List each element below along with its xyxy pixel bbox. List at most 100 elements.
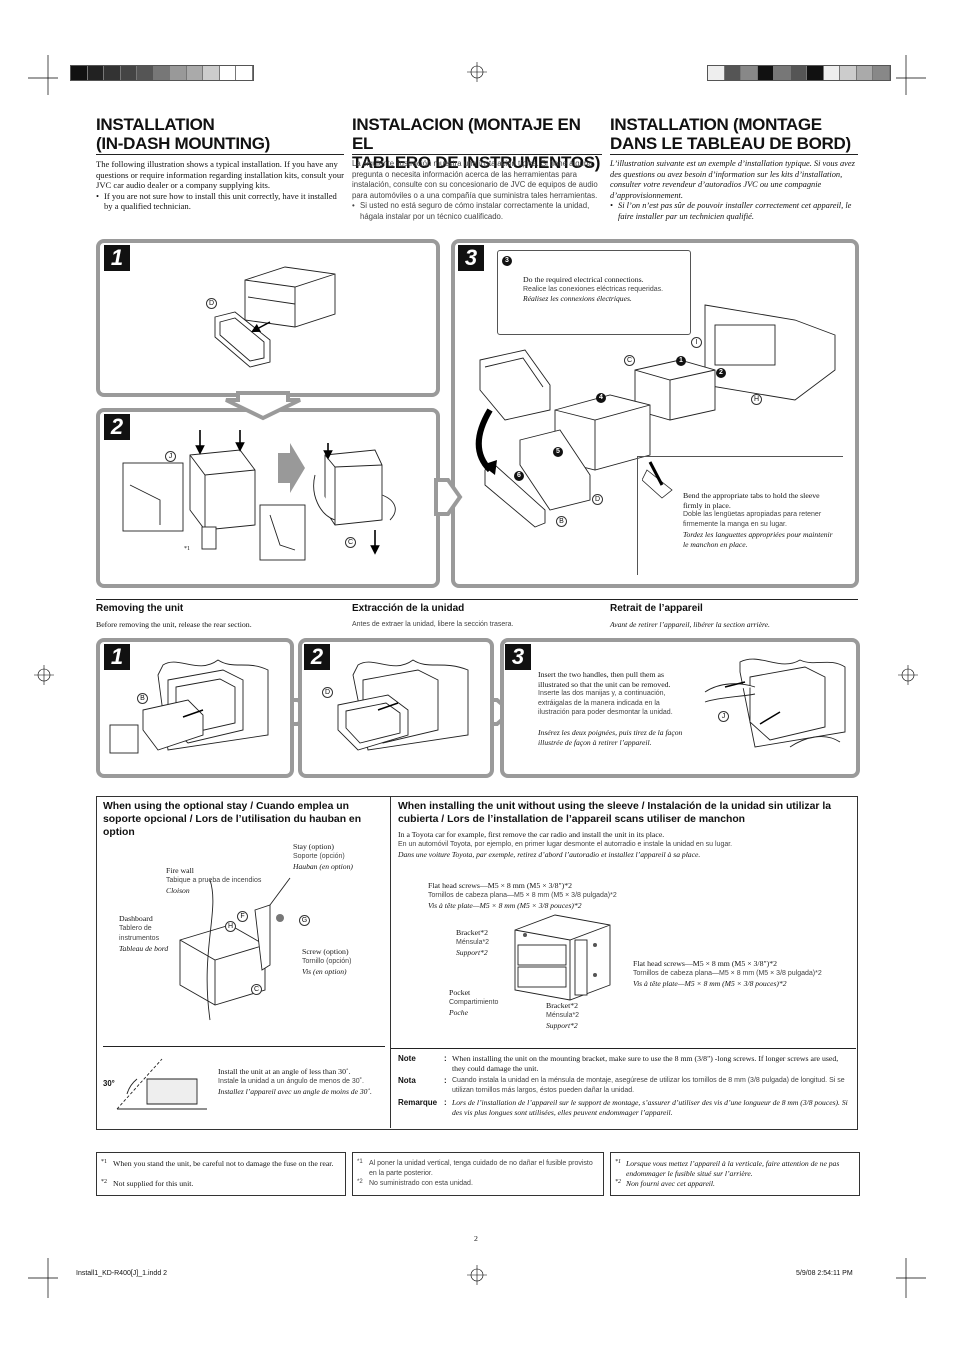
step3-num-6: 6: [514, 471, 524, 481]
intro-es-text: La siguiente ilustración muestra una ins…: [352, 159, 598, 200]
fh2-en: Flat head screws—M5 × 8 mm (M5 × 3/8")*2: [633, 959, 778, 968]
note-colon-es: :: [444, 1076, 447, 1085]
fn-fr1: Lorsque vous mettez l’appareil à la vert…: [626, 1159, 840, 1178]
bracket2-en: Bracket*2: [546, 1001, 579, 1010]
color-swatch: [856, 66, 873, 80]
note-en: When installing the unit on the mounting…: [452, 1054, 839, 1073]
intro-en-text: The following illustration shows a typic…: [96, 159, 344, 191]
bracket2-fr: Support*2: [546, 1021, 578, 1030]
dashboard-en: Dashboard: [119, 914, 153, 923]
angle-illustration: [116, 1058, 207, 1110]
color-swatch: [774, 66, 791, 80]
pocket-en: Pocket: [449, 988, 471, 997]
fn-en2: Not supplied for this unit.: [113, 1179, 194, 1188]
fh2-es: Tornillos de cabeza plana—M5 × 8 mm (M5 …: [633, 970, 822, 977]
pocket-es: Compartimiento: [449, 999, 499, 1006]
dashboard-es: Tablero de instrumentos: [119, 925, 160, 942]
step3-num-4: 4: [596, 393, 606, 403]
stay-label-en: Stay (option): [293, 842, 334, 851]
color-swatch: [873, 66, 890, 80]
heading-es: INSTALACION (MONTAJE EN EL TABLERO DE IN…: [352, 115, 601, 172]
handles-en: Insert the two handles, then pull them a…: [538, 670, 671, 689]
note-fr: Lors de l’installation de l’appareil sur…: [452, 1098, 848, 1117]
firewall-fr: Cloison: [166, 886, 190, 895]
label-j-step2: J: [165, 451, 176, 462]
electrical-fr: Réalisez les connexions électriques.: [523, 294, 632, 303]
footnote-es-box: [352, 1152, 604, 1196]
fn-es1: Al poner la unidad vertical, tenga cuida…: [369, 1160, 593, 1177]
label-i-step3: I: [691, 337, 702, 348]
fh1-fr: Vis à tête plate—M5 × 8 mm (M5 × 3/8 pou…: [428, 901, 582, 910]
tabs-illustration: [642, 461, 673, 499]
label-d-step3: D: [592, 494, 603, 505]
dashboard-fr: Tableau de bord: [119, 944, 169, 953]
intro-en: The following illustration shows a typic…: [96, 159, 344, 212]
label-h-step3: H: [751, 394, 762, 405]
stay-label-es: Soporte (opción): [293, 853, 345, 860]
stay-section-frame: [96, 796, 858, 1130]
label-b-remove: B: [137, 693, 148, 704]
removing-title-fr: Retrait de l’appareil: [610, 603, 703, 614]
intro-fr-text: L’illustration suivante est un exemple d…: [610, 159, 855, 200]
stay-title: When using the optional stay / Cuando em…: [103, 801, 362, 838]
removing-title-en: Removing the unit: [96, 603, 184, 614]
nosleeve-fr: Dans une voiture Toyota, par exemple, re…: [398, 850, 701, 859]
removing-body-en: Before removing the unit, release the re…: [96, 620, 252, 629]
install-step3-number: 3: [458, 245, 484, 271]
stay-label-fr: Hauban (en option): [293, 862, 353, 871]
fn-es2: No suministrado con esta unidad.: [369, 1180, 473, 1187]
label-b-step3: B: [556, 516, 567, 527]
remove-step1-number: 1: [104, 644, 130, 670]
pocket-fr: Poche: [449, 1008, 468, 1017]
angle-en: Install the unit at an angle of less tha…: [218, 1067, 351, 1076]
handles-fr: Insérez les deux poignées, puis tirez de…: [538, 728, 683, 747]
nosleeve-illustration: [514, 914, 611, 1001]
angle-value: 30°: [103, 1079, 115, 1088]
color-swatch: [741, 66, 758, 80]
label-c-step3: C: [624, 355, 635, 366]
intro-fr-bullet: Si l’on n’est pas sûr de pouvoir install…: [618, 201, 852, 221]
tabs-fr: Tordez les languettes appropriées pour m…: [683, 530, 833, 549]
label-f-stay: F: [237, 911, 248, 922]
label-c-stay: C: [251, 984, 262, 995]
note-colon-en: :: [444, 1054, 447, 1063]
tabs-es: Doble las lengüetas apropiadas para rete…: [683, 511, 822, 528]
intro-en-bullet: If you are not sure how to install this …: [104, 190, 337, 212]
color-swatch: [186, 66, 203, 80]
note-label-en: Note: [398, 1054, 416, 1063]
nosleeve-en: In a Toyota car for example, first remov…: [398, 830, 665, 839]
label-g-stay: G: [299, 915, 310, 926]
note-colon-fr: :: [444, 1098, 447, 1107]
step3-num-5: 5: [553, 447, 563, 457]
slug-date: 5/9/08 2:54:11 PM: [796, 1270, 853, 1277]
fn-en1: When you stand the unit, be careful not …: [113, 1159, 334, 1168]
color-swatch: [807, 66, 824, 80]
fh1-en: Flat head screws—M5 × 8 mm (M5 × 3/8")*2: [428, 881, 573, 890]
fn-en2-mark: *2: [101, 1179, 107, 1185]
step3-illustration: [475, 304, 836, 528]
note-label-fr: Remarque: [398, 1098, 438, 1107]
remove-step1-illustration: [109, 659, 269, 754]
screw-es: Tornillo (opción): [302, 958, 352, 965]
tabs-en: Bend the appropriate tabs to hold the sl…: [683, 491, 820, 510]
remove-step2-illustration: [337, 659, 469, 751]
label-c-step2: C: [345, 537, 356, 548]
step2-illustration: [122, 430, 396, 561]
removing-body-es: Antes de extraer la unidad, libere la se…: [352, 621, 514, 628]
color-swatch: [104, 66, 121, 80]
fn-en1-mark: *1: [101, 1159, 107, 1165]
footnote-en-box: [96, 1152, 346, 1196]
color-swatch: [790, 66, 807, 80]
color-swatch: [823, 66, 840, 80]
label-j-remove: J: [718, 711, 729, 722]
handles-es: Inserte las dos manijas y, a continuació…: [538, 690, 673, 717]
color-bar-left: [70, 65, 254, 81]
step3-num-2: 2: [716, 368, 726, 378]
note-label-es: Nota: [398, 1076, 416, 1085]
firewall-en: Fire wall: [166, 866, 194, 875]
fn-es1-mark: *1: [357, 1159, 363, 1165]
color-swatch: [170, 66, 187, 80]
removing-body-fr: Avant de retirer l’appareil, libérer la …: [610, 620, 770, 629]
install-step2-number: 2: [104, 414, 130, 440]
